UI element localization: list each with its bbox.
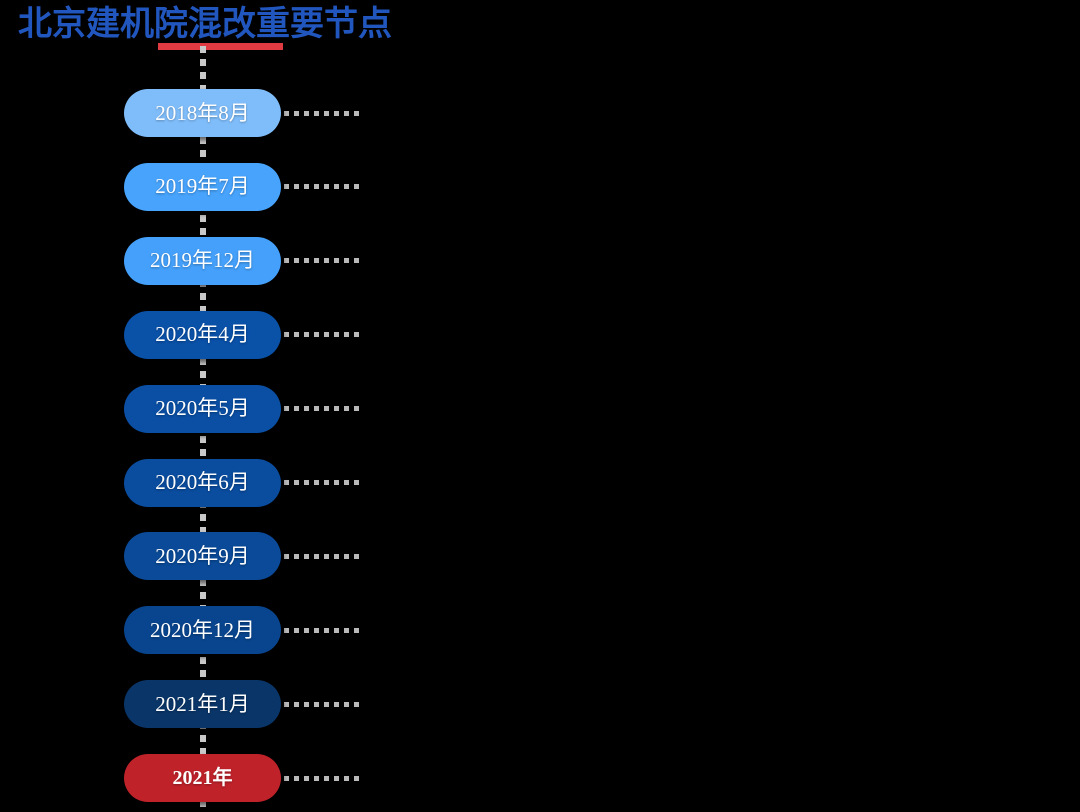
milestone-label: 2021年 bbox=[172, 767, 233, 790]
milestone-connector-line bbox=[284, 184, 362, 190]
milestone-pill[interactable]: 2018年8月 bbox=[124, 89, 281, 137]
milestone-pill[interactable]: 2021年1月 bbox=[124, 680, 281, 729]
milestone-pill[interactable]: 2020年5月 bbox=[124, 384, 281, 433]
milestone-connector-line bbox=[284, 627, 362, 633]
milestone-connector-line bbox=[284, 332, 362, 338]
milestone-pill[interactable]: 2019年7月 bbox=[124, 162, 281, 211]
milestone-connector-line bbox=[284, 110, 362, 116]
timeline-row: 2019年12月 bbox=[124, 236, 544, 285]
title-block: 北京建机院混改重要节点 bbox=[18, 2, 438, 62]
milestone-label: 2020年12月 bbox=[150, 617, 255, 642]
milestone-label: 2020年9月 bbox=[155, 543, 250, 568]
milestone-connector-line bbox=[284, 701, 362, 707]
milestone-connector-line bbox=[284, 406, 362, 412]
milestone-pill[interactable]: 2020年12月 bbox=[124, 606, 281, 655]
milestone-connector-line bbox=[284, 553, 362, 559]
milestone-pill[interactable]: 2019年12月 bbox=[124, 236, 281, 285]
timeline-row: 2020年12月 bbox=[124, 606, 544, 655]
milestone-pill[interactable]: 2021年 bbox=[124, 754, 281, 803]
milestone-label: 2020年6月 bbox=[155, 470, 250, 494]
milestone-label: 2020年4月 bbox=[155, 322, 250, 347]
milestone-connector-line bbox=[284, 258, 362, 264]
milestone-pill[interactable]: 2020年6月 bbox=[124, 458, 281, 507]
timeline-row: 2018年8月 bbox=[124, 89, 544, 137]
milestone-label: 2021年1月 bbox=[155, 691, 250, 716]
timeline-row: 2020年4月 bbox=[124, 310, 544, 359]
title-underline bbox=[158, 43, 283, 50]
milestone-connector-line bbox=[284, 775, 362, 781]
milestone-label: 2020年5月 bbox=[155, 396, 250, 421]
milestone-pill[interactable]: 2020年9月 bbox=[124, 532, 281, 581]
timeline-row: 2021年1月 bbox=[124, 680, 544, 729]
timeline-row: 2020年5月 bbox=[124, 384, 544, 433]
page-title: 北京建机院混改重要节点 bbox=[18, 5, 392, 43]
timeline-row: 2020年9月 bbox=[124, 532, 544, 581]
timeline-row: 2019年7月 bbox=[124, 162, 544, 211]
milestone-pill[interactable]: 2020年4月 bbox=[124, 310, 281, 359]
timeline-row: 2021年 bbox=[124, 754, 544, 803]
milestone-label: 2018年8月 bbox=[155, 100, 250, 125]
milestone-label: 2019年7月 bbox=[155, 174, 250, 199]
milestone-label: 2019年12月 bbox=[150, 248, 255, 273]
milestone-connector-line bbox=[284, 480, 362, 485]
timeline-row: 2020年6月 bbox=[124, 458, 544, 507]
